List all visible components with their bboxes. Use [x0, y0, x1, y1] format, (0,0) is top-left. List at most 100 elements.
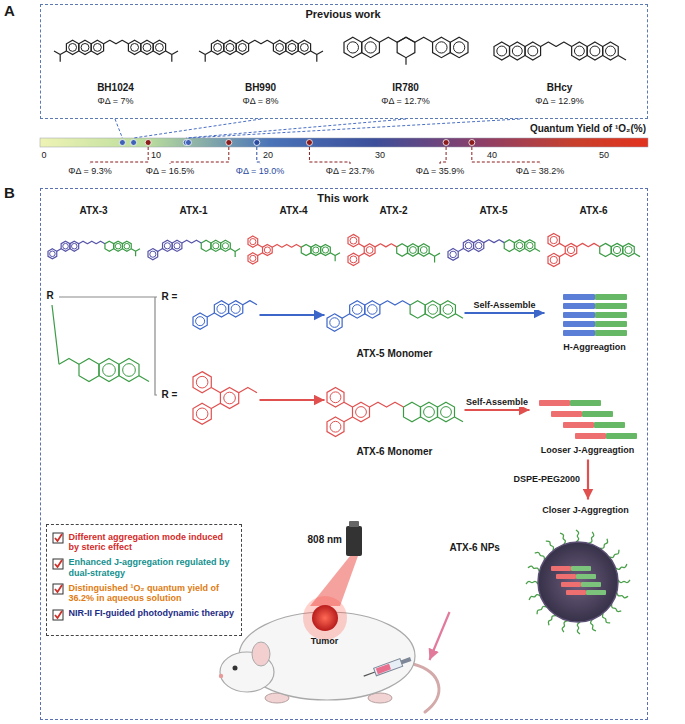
- ring-bond: [285, 40, 297, 54]
- leader-line: [188, 119, 520, 138]
- aromatic-ring: [440, 406, 451, 417]
- aromatic-ring: [196, 376, 208, 388]
- chain-bond: [343, 416, 352, 421]
- aromatic-ring: [423, 406, 434, 417]
- chain-bond: [375, 243, 397, 246]
- dye-half: [563, 321, 595, 327]
- scale-dot: [226, 140, 232, 146]
- ring-bond: [320, 244, 330, 255]
- chain-bond: [135, 248, 139, 256]
- ring-bond: [220, 240, 230, 251]
- ring-bond: [262, 244, 272, 255]
- peg-chain: [577, 622, 580, 634]
- structure-box: BH990ΦΔ = 8%: [195, 20, 327, 112]
- ring-bond: [148, 248, 158, 259]
- dye-aggregate: [563, 294, 627, 336]
- mouse-eye: [232, 665, 237, 670]
- ring-bond: [420, 402, 437, 422]
- peg-chain: [599, 538, 607, 548]
- structure-box: ATX-5: [445, 205, 543, 281]
- chain-bond: [257, 252, 262, 255]
- chain-bond: [434, 253, 439, 262]
- aromatic-ring: [93, 43, 101, 51]
- quantum-yield-value: ΦΔ = 38.2%: [516, 166, 564, 176]
- compound-name: ATX-2: [345, 205, 443, 217]
- ring-bond: [327, 387, 344, 407]
- aromatic-ring: [49, 251, 55, 257]
- chain-bond: [211, 403, 220, 408]
- aromatic-ring: [143, 43, 151, 51]
- compound-name: BH990: [195, 82, 327, 94]
- edge-label: Self-Assemble: [471, 300, 537, 310]
- ring-bond: [301, 244, 311, 255]
- peg-chain: [615, 564, 626, 569]
- chain-bond: [138, 375, 148, 381]
- scale-dot: [185, 140, 191, 146]
- ring-bond: [298, 40, 310, 54]
- panel-title: This work: [41, 192, 645, 205]
- ring-bond: [310, 244, 320, 255]
- chain-bond: [257, 244, 262, 247]
- syringe: [362, 655, 412, 680]
- checkbox: [53, 533, 63, 543]
- ring-bond: [162, 240, 172, 251]
- dye-half: [566, 590, 586, 595]
- scale-title: Quantum Yield of ¹O₂(%): [530, 123, 646, 135]
- arrow-connector: [430, 612, 450, 660]
- aromatic-ring: [102, 363, 115, 376]
- ring-bond: [140, 40, 152, 54]
- ring-bond: [210, 240, 220, 251]
- scale-tick: 50: [599, 150, 609, 160]
- compound-name: ATX-5: [445, 205, 543, 217]
- dye-half: [594, 422, 625, 428]
- aromatic-ring: [527, 46, 537, 56]
- ring-bond: [396, 243, 407, 255]
- ring-bond: [587, 42, 603, 60]
- dye-half: [595, 312, 627, 318]
- ring-bond: [548, 233, 560, 246]
- ring-bond: [525, 42, 541, 60]
- chain-bond: [56, 248, 60, 251]
- dye-half: [563, 303, 595, 309]
- substituent-bracket: [59, 296, 157, 297]
- dye-half: [551, 566, 571, 571]
- aromatic-ring: [249, 255, 255, 261]
- ring-bond: [504, 239, 514, 251]
- chain-bond: [238, 387, 256, 392]
- chemical-structure: [148, 240, 240, 260]
- scale-dot: [119, 140, 125, 146]
- dye-half: [606, 433, 637, 439]
- leader-line: [186, 119, 406, 138]
- dye-aggregate: [539, 400, 637, 439]
- aromatic-ring: [355, 406, 366, 417]
- peg-chain: [545, 541, 553, 551]
- aromatic-ring: [155, 43, 163, 51]
- scale-dot: [254, 140, 260, 146]
- ring-bond: [214, 300, 228, 316]
- quantum-yield-value: ΦΔ = 19.0%: [236, 166, 284, 176]
- structure-box: ATX-6: [545, 205, 643, 281]
- monomer-structure: ATX-6 Monomer: [325, 380, 465, 462]
- dye-half: [539, 400, 570, 406]
- nanoparticle-name: ATX-6 NPs: [450, 542, 524, 554]
- aromatic-ring: [195, 316, 204, 325]
- ring-bond: [548, 253, 560, 266]
- leader-line: [472, 147, 540, 164]
- aromatic-ring: [249, 238, 255, 244]
- aggregation-label: Closer J-Aggregtion: [526, 505, 646, 515]
- feature-item: Enhanced J-aggregation regulated by dual…: [69, 557, 235, 579]
- quantum-yield-value: ΦΔ = 9.3%: [68, 166, 111, 176]
- ring-bond: [403, 402, 420, 422]
- peg-chain: [618, 580, 630, 583]
- dye-half: [576, 574, 596, 579]
- chain-bond: [230, 248, 235, 251]
- chain-bond: [454, 416, 462, 421]
- illustration: [450, 500, 646, 630]
- dye-half: [582, 411, 613, 417]
- scale-tick: 0: [41, 150, 46, 160]
- ring-bond: [565, 243, 577, 256]
- ring-bond: [193, 312, 207, 328]
- aromatic-ring: [149, 251, 155, 257]
- peg-chain: [562, 620, 567, 631]
- check-mark: [55, 534, 62, 541]
